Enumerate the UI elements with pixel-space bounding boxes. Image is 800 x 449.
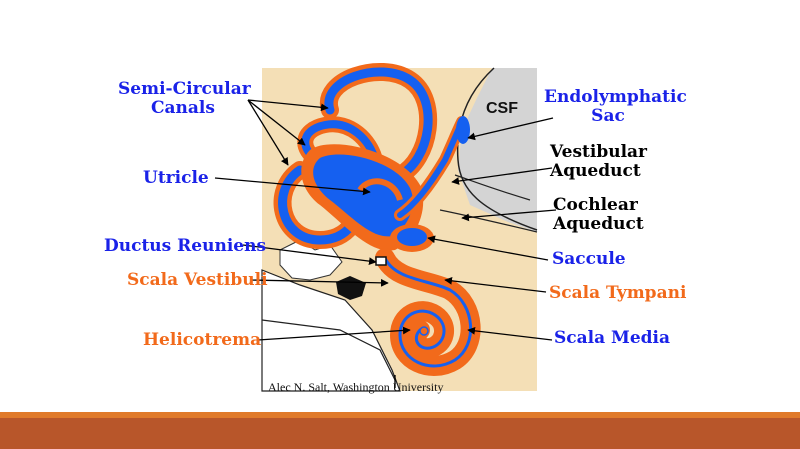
leader-lines [214, 99, 557, 388]
helicotrema-label: Helicotrema [143, 330, 262, 350]
semi-circular-canals-label: Semi-Circular Canals [118, 79, 251, 118]
footer-bar [0, 418, 800, 449]
endolymphatic-sac-label: Endolymphatic Sac [544, 87, 687, 126]
footer-accent-bar [0, 412, 800, 418]
endolymphatic-duct [394, 116, 470, 221]
csf-boundary [456, 67, 538, 231]
scala-vestibuli-label: Scala Vestibuli [127, 270, 268, 290]
credit-text: Alec N. Salt, Washington University [268, 380, 444, 394]
vestibule [301, 144, 424, 251]
cochlear-aqueduct-label: Cochlear Aqueduct [553, 195, 644, 234]
aqueduct-tube-2 [439, 209, 538, 233]
white-bone-area [261, 269, 401, 392]
ductus-reuniens-label: Ductus Reuniens [104, 236, 267, 256]
vestibular-aqueduct-label: Vestibular Aqueduct [550, 142, 648, 181]
csf-label: CSF [486, 100, 518, 117]
cochlea [375, 248, 481, 376]
aqueduct-tube-1 [454, 174, 531, 201]
utricle-label: Utricle [143, 168, 209, 188]
saccule-label: Saccule [552, 249, 626, 269]
scala-tympani-label: Scala Tympani [549, 283, 687, 303]
scala-media-label: Scala Media [554, 328, 671, 348]
saccule-shape [390, 224, 434, 252]
csf-region [458, 68, 537, 232]
lower-line [261, 319, 396, 381]
